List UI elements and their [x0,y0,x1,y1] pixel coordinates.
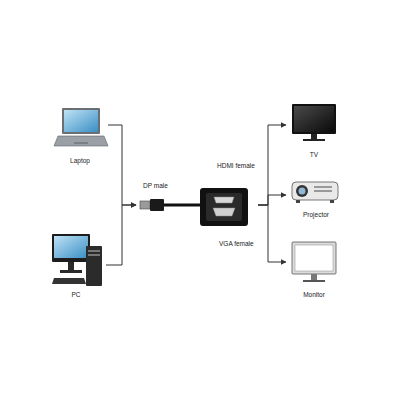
device-label: PC [70,291,81,298]
port-label: HDMI female [216,162,256,169]
connector-line [106,205,136,265]
projector-icon [292,182,338,203]
adapter-illustration [140,188,248,226]
connector-line [258,125,286,205]
device-label: Monitor [302,291,326,298]
laptop-node: Laptop [52,104,108,164]
tv-icon [292,104,336,141]
pc-icon [52,234,102,286]
monitor-node: Monitor [286,238,342,298]
device-label: Projector [302,211,330,218]
connector-line [258,205,286,262]
pc-node: PC [46,228,106,298]
port-label: VGA female [218,240,255,247]
monitor-icon [292,242,336,282]
connector-line [258,195,286,205]
device-label: Laptop [69,157,91,164]
connector-line [108,125,136,205]
device-label: TV [309,151,319,158]
tv-node: TV [286,100,342,158]
adapter-node: DP male HDMI femaleVGA female [136,160,258,250]
port-label: DP male [142,182,169,189]
projector-node: Projector [286,178,346,218]
laptop-icon [54,108,108,146]
